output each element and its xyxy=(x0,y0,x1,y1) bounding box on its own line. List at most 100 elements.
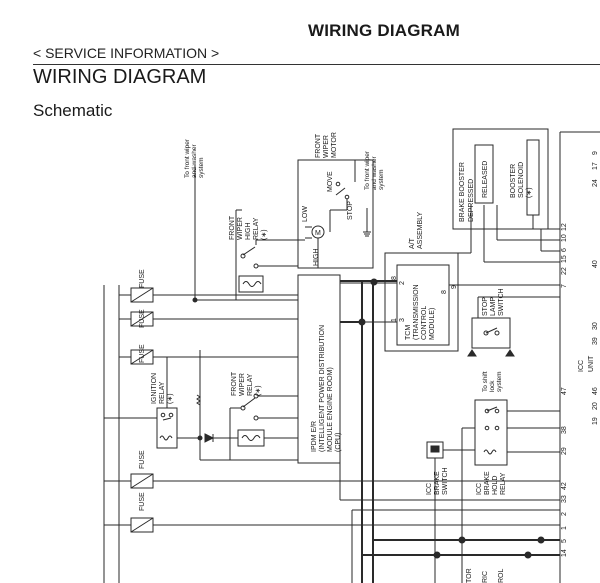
ipdm-label: IPDM E/R xyxy=(311,421,318,452)
brake-booster-label: BRAKE BOOSTER xyxy=(459,162,466,222)
front-wiper-high-relay-label: RELAY xyxy=(253,217,260,240)
booster-pin: 12 xyxy=(561,223,568,231)
to-front-wiper-label: system xyxy=(378,169,385,190)
move-label: MOVE xyxy=(327,171,334,192)
icc-pin: 42 xyxy=(561,482,568,490)
ipdm-label: MODULE ENGINE ROOM) xyxy=(327,367,334,452)
tcm-label: CONTROL xyxy=(421,306,428,340)
booster-solenoid-label: (∗) xyxy=(526,187,533,198)
to-front-wiper-label: and washer xyxy=(371,156,378,190)
icc-pin: 47 xyxy=(561,387,568,395)
bottom-label: ROL xyxy=(498,569,505,583)
bottom-label: TOR xyxy=(466,568,473,583)
front-wiper-relay-label: WIPER xyxy=(239,373,246,396)
right-edge-pin: 9 xyxy=(592,151,599,155)
front-wiper-relay-label: RELAY xyxy=(247,373,254,396)
ipdm-label: (CPU) xyxy=(335,433,342,452)
booster-solenoid-label: BOOSTER xyxy=(510,164,517,198)
icc-pin: 1 xyxy=(561,526,568,530)
icc-brake-hold-relay-label: RELAY xyxy=(500,472,507,495)
front-wiper-motor-box xyxy=(297,159,374,269)
tcm-pin: 3 xyxy=(399,318,406,322)
stop-label: STOP xyxy=(347,201,354,220)
icc-brake-switch-label: ICC xyxy=(426,483,433,495)
to-front-wiper-label: To front wiper xyxy=(184,138,191,178)
icc-unit-label: ICC xyxy=(578,360,585,372)
right-edge-pin: 19 xyxy=(592,417,599,425)
front-wiper-high-relay-label: FRONT xyxy=(229,215,236,240)
right-edge-pin: 30 xyxy=(592,322,599,330)
tcm-label: MODULE) xyxy=(429,308,436,340)
icc-unit-label: UNIT xyxy=(588,355,595,372)
bottom-label: RIC xyxy=(482,571,489,583)
booster-pin: 22 xyxy=(561,267,568,275)
icc-pin: 38 xyxy=(561,426,568,434)
fuse-label: FUSE xyxy=(139,269,146,288)
at-assembly-label: ASSEMBLY xyxy=(417,211,424,249)
brake-booster-label: DEPRESSED xyxy=(468,179,475,222)
ignition-relay-label: RELAY xyxy=(159,381,166,404)
tcm-box xyxy=(396,264,450,346)
right-edge-pin: 46 xyxy=(592,387,599,395)
running-header-title: WIRING DIAGRAM xyxy=(307,21,460,40)
front-wiper-high-relay-label: (∗) xyxy=(261,229,268,240)
fuse-label: FUSE xyxy=(139,309,146,328)
icc-pin: 33 xyxy=(561,495,568,503)
section-breadcrumb: < SERVICE INFORMATION > xyxy=(33,45,220,61)
to-front-wiper-label: and washer xyxy=(191,144,198,178)
released-label: RELEASED xyxy=(482,161,489,198)
to-front-wiper-label: system xyxy=(198,157,205,178)
right-edge-pin: 40 xyxy=(592,260,599,268)
icc-pin: 2 xyxy=(561,512,568,516)
header-divider xyxy=(33,64,600,65)
to-shift-lock-label: system xyxy=(496,371,503,392)
tcm-pin: 1 xyxy=(391,318,398,322)
front-wiper-motor-label: MOTOR xyxy=(331,132,338,158)
to-shift-lock-label: lock xyxy=(489,380,496,392)
front-wiper-motor-label: WIPER xyxy=(323,135,330,158)
front-wiper-relay-label: FRONT xyxy=(231,371,238,396)
icc-pin: 14 xyxy=(561,549,568,557)
icc-brake-hold-relay-label: ICC xyxy=(476,483,483,495)
to-front-wiper-label: To front wiper xyxy=(364,150,371,190)
right-edge-pin: 24 xyxy=(592,179,599,187)
stop-lamp-switch-label: SWITCH xyxy=(498,288,505,316)
stop-lamp-switch-label: STOP xyxy=(482,297,489,316)
booster-solenoid-label: SOLENOID xyxy=(518,162,525,198)
tcm-pin: 2 xyxy=(399,281,406,285)
tcm-pin: 8 xyxy=(441,290,448,294)
front-wiper-high-relay-label: HIGH xyxy=(245,223,252,241)
icc-brake-hold-relay-label: BRAKE xyxy=(484,471,491,495)
low-label: LOW xyxy=(302,206,309,222)
booster-pin: 10 xyxy=(561,234,568,242)
right-edge-pin: 39 xyxy=(592,337,599,345)
booster-pin: 7 xyxy=(561,284,568,288)
fuse-label: FUSE xyxy=(139,450,146,469)
high-label: HIGH xyxy=(313,249,320,267)
front-wiper-high-relay-label: WIPER xyxy=(237,217,244,240)
front-wiper-motor-label: FRONT xyxy=(315,133,322,158)
booster-pin: 6 xyxy=(561,248,568,252)
right-edge-pin: 20 xyxy=(592,402,599,410)
icc-brake-switch-label: BRAKE xyxy=(434,471,441,495)
at-assembly-label: A/T xyxy=(409,237,416,249)
tcm-pin: 9 xyxy=(451,285,458,289)
icc-brake-switch-label: SWITCH xyxy=(442,467,449,495)
ignition-relay-label: IGNITION xyxy=(151,373,158,404)
fuse-label: FUSE xyxy=(139,344,146,363)
page-subtitle: Schematic xyxy=(33,101,113,120)
motor-symbol: M xyxy=(315,230,321,237)
icc-pin: 5 xyxy=(561,539,568,543)
ipdm-label: (INTELLIGENT POWER DISTRIBUTION xyxy=(319,325,326,452)
icc-pin: 29 xyxy=(561,447,568,455)
booster-pin: 15 xyxy=(561,255,568,263)
page-title: WIRING DIAGRAM xyxy=(33,66,207,88)
to-shift-lock-label: To shift xyxy=(482,371,489,392)
ipdm-box xyxy=(297,274,341,464)
brake-booster-box xyxy=(452,128,549,230)
tcm-label: TCM xyxy=(405,325,412,340)
fuse-label: FUSE xyxy=(139,492,146,511)
tcm-label: (TRANSMISSION xyxy=(413,284,420,340)
stop-lamp-switch-label: LAMP xyxy=(490,297,497,316)
